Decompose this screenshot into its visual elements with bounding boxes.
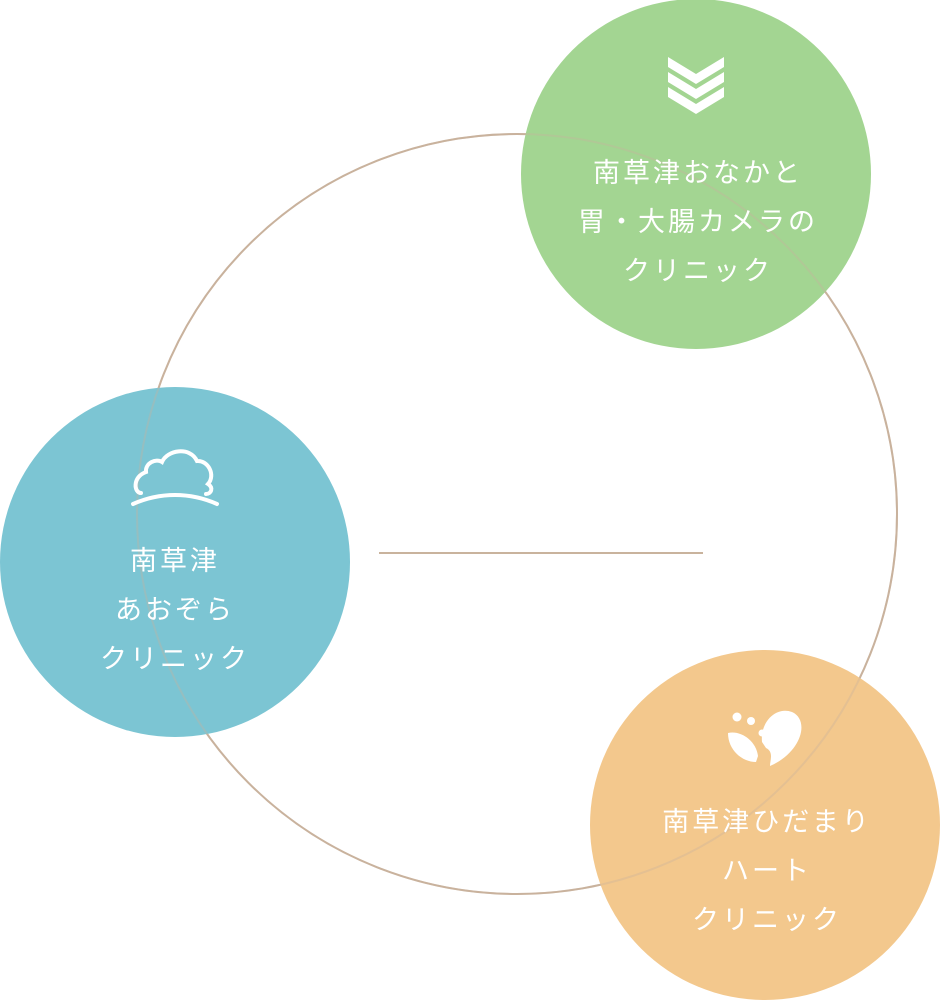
heart-dots-logo-icon (728, 710, 802, 766)
clinic-name-onaka: 南草津おなかと 胃・大腸カメラの クリニック (578, 149, 818, 296)
clinic-name-line: クリニック (100, 644, 250, 675)
clinic-name-line: クリニック (623, 256, 773, 287)
clinic-name-line: 南草津ひだまり (662, 807, 872, 838)
clinic-name-line: 南草津おなかと (593, 158, 803, 189)
clinic-name-line: クリニック (692, 905, 842, 936)
clinic-name-line: 南草津 (130, 546, 220, 577)
network-ring-overlay (136, 133, 898, 895)
clinic-name-aozora: 南草津 あおぞら クリニック (100, 537, 250, 684)
clinic-circle-onaka[interactable] (521, 0, 871, 349)
clinic-circle-hidamari[interactable] (590, 650, 940, 1000)
clinic-name-hidamari: 南草津ひだまり ハート クリニック (662, 798, 871, 945)
clinic-circle-aozora[interactable] (0, 387, 350, 737)
stacked-chevron-logo-icon (668, 57, 724, 114)
clinic-name-line: あおぞら (115, 595, 235, 626)
clinic-name-line: 胃・大腸カメラの (578, 207, 818, 238)
clinic-name-line: ハート (722, 856, 812, 887)
cloud-logo-icon (131, 449, 219, 506)
